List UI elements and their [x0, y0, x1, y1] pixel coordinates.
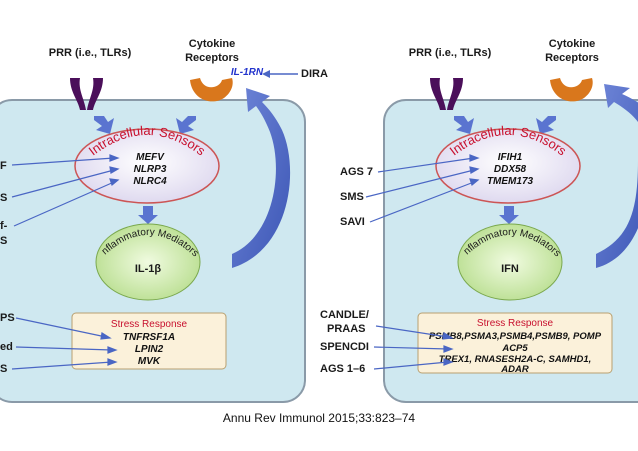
left-feedback-arrow [232, 88, 291, 268]
right-sensor-to-mediator-arrow [499, 206, 519, 224]
right-prr-label: PRR (i.e., TLRs) [409, 47, 492, 59]
left-stress-gene-1: TNFRSF1A [123, 332, 175, 343]
left-cut-label-6: ed [0, 341, 13, 353]
right-pointer-lines [365, 154, 480, 370]
left-cut-label-7: S [0, 363, 7, 375]
left-cyto-to-sensor-arrow [176, 116, 196, 134]
citation: Annu Rev Immunol 2015;33:823–74 [222, 411, 416, 425]
right-cyto-to-sensor-arrow [536, 116, 556, 134]
right-disease-sms: SMS [340, 191, 364, 203]
right-sensor-gene-3: TMEM173 [487, 176, 534, 187]
left-stress-gene-2: LPIN2 [135, 344, 164, 355]
left-sensor-gene-3: NLRC4 [133, 176, 167, 187]
left-sensor-to-mediator-arrow [138, 206, 158, 224]
right-disease-savi: SAVI [340, 216, 365, 228]
left-sensor-gene-2: NLRP3 [134, 164, 167, 175]
right-sensor-gene-1: IFIH1 [498, 152, 523, 163]
left-il1rn-label: IL-1RN [231, 67, 264, 78]
right-disease-ags7: AGS 7 [340, 166, 373, 178]
right-disease-candle-1: CANDLE/ [320, 309, 369, 321]
left-prr-label: PRR (i.e., TLRs) [49, 47, 132, 59]
left-cut-label-5: PS [0, 312, 15, 324]
left-prr-receptor-icon [70, 78, 103, 110]
left-stress-title: Stress Response [111, 319, 188, 330]
right-prr-receptor-icon [430, 78, 463, 110]
left-stress-gene-3: MVK [138, 356, 161, 367]
right-disease-spencdi: SPENCDI [320, 341, 369, 353]
left-sensors-ellipse [74, 128, 220, 204]
left-dira-label: DIRA [301, 68, 328, 80]
right-cytokine-receptor-icon [550, 78, 593, 102]
left-cut-label-4: S [0, 235, 7, 247]
left-cytokine-label-line1: Cytokine [189, 38, 235, 50]
left-cut-label-1: F [0, 160, 7, 172]
right-sensor-gene-2: DDX58 [494, 164, 527, 175]
right-stress-line-2: ACP5 [501, 343, 528, 354]
left-cytokine-receptor-icon [190, 78, 233, 102]
right-stress-box [417, 312, 613, 374]
right-disease-ags16: AGS 1–6 [320, 363, 365, 375]
right-feedback-arrow [596, 84, 638, 268]
left-stress-box [71, 312, 227, 370]
left-cut-label-2: S [0, 192, 7, 204]
left-mediators-ellipse [95, 223, 201, 301]
right-cytokine-label-line1: Cytokine [549, 38, 595, 50]
left-sensor-gene-1: MEFV [136, 152, 165, 163]
right-stress-line-1: PSMB8,PSMA3,PSMB4,PSMB9, POMP [429, 331, 602, 342]
right-disease-candle-2: PRAAS [327, 323, 366, 335]
right-stress-line-3: TREX1, RNASESH2A-C, SAMHD1, [439, 354, 592, 365]
left-panel: PRR (i.e., TLRs) Cytokine Receptors IL-1… [0, 0, 328, 403]
right-cytokine-label-line2: Receptors [545, 52, 599, 64]
right-stress-line-4: ADAR [500, 364, 529, 375]
right-mediator-value: IFN [501, 263, 519, 275]
right-mediators-ellipse [457, 223, 563, 301]
right-stress-title: Stress Response [477, 318, 554, 329]
left-cytokine-label-line2: Receptors [185, 52, 239, 64]
right-prr-to-sensor-arrow [454, 116, 474, 134]
left-prr-to-sensor-arrow [94, 116, 114, 134]
left-cut-label-3: f- [0, 220, 8, 232]
left-mediator-value: IL-1β [135, 263, 162, 275]
left-pointer-lines [11, 154, 120, 370]
